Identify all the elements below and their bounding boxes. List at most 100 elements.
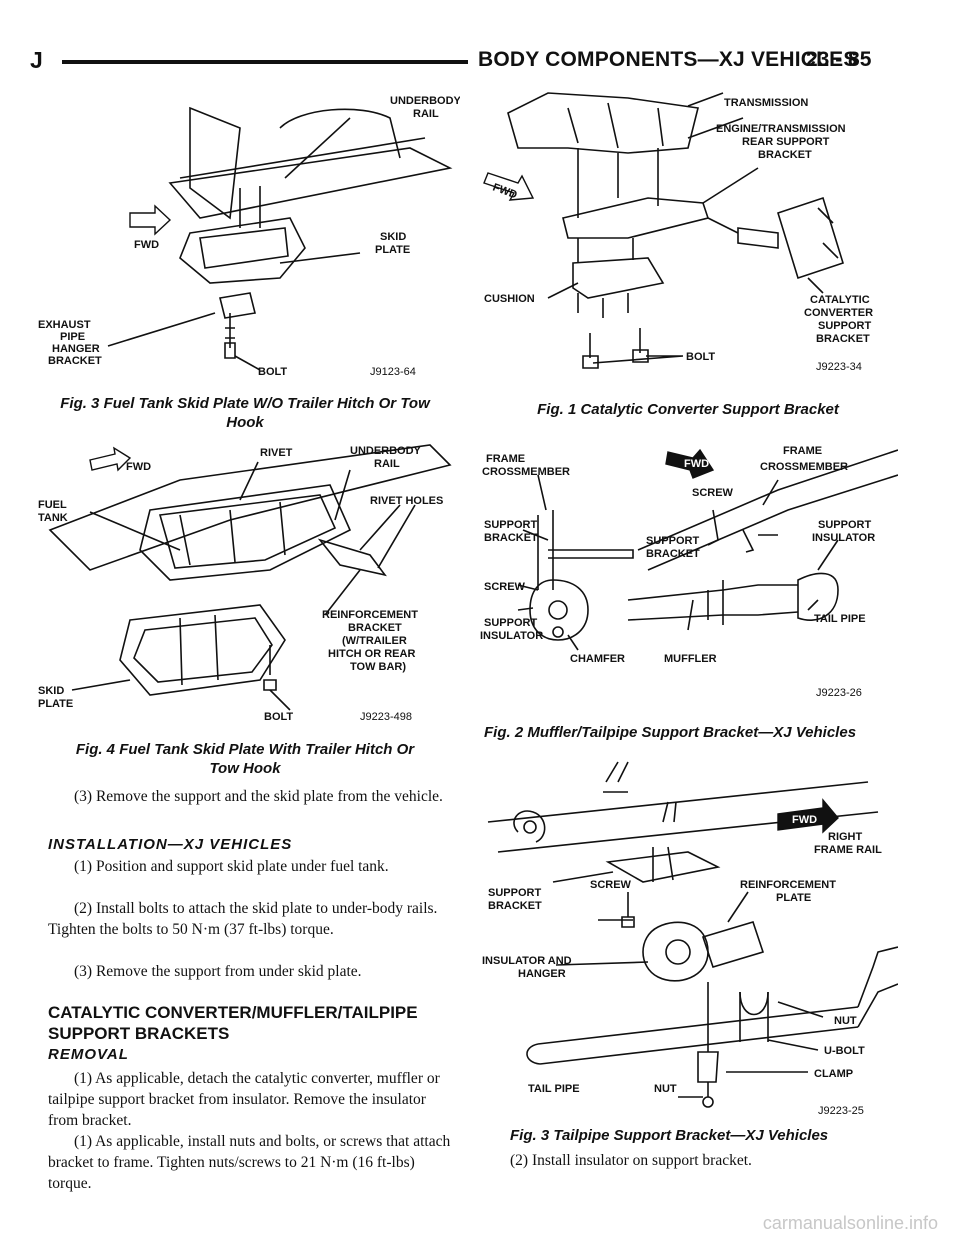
label-support-bracket-1: SUPPORT xyxy=(488,887,541,899)
label-nut-1: NUT xyxy=(834,1015,857,1027)
figure-code: J9223-498 xyxy=(360,711,412,723)
caption-fig4-left: Fig. 4 Fuel Tank Skid Plate With Trailer… xyxy=(30,740,460,778)
figure-code: J9223-34 xyxy=(816,361,862,373)
label-tail-pipe: TAIL PIPE xyxy=(528,1083,580,1095)
label-bolt: BOLT xyxy=(686,351,715,363)
figure-code: J9123-64 xyxy=(370,366,416,378)
label-exhaust-2: PIPE xyxy=(60,331,85,343)
label-screw-l: SCREW xyxy=(484,581,526,593)
label-ets-3: BRACKET xyxy=(758,149,812,161)
label-screw: SCREW xyxy=(590,879,632,891)
label-support-bracket-r2: BRACKET xyxy=(646,548,700,560)
label-cushion: CUSHION xyxy=(484,293,535,305)
para-removal-1: (1) As applicable, detach the catalytic … xyxy=(48,1070,440,1129)
muffler-bracket-diagram: FRAME CROSSMEMBER FWD FRAME CROSSMEMBER … xyxy=(480,445,898,699)
caption-fig4-left-line1: Fig. 4 Fuel Tank Skid Plate With Trailer… xyxy=(75,741,415,758)
page-number: 23 - 85 xyxy=(806,48,872,71)
label-fuel-2: TANK xyxy=(38,512,68,524)
section-heading-line1: CATALYTIC CONVERTER/MUFFLER/TAILPIPE xyxy=(48,1003,418,1022)
caption-fig3-left: Fig. 3 Fuel Tank Skid Plate W/O Trailer … xyxy=(30,394,460,432)
label-ets-1: ENGINE/TRANSMISSION xyxy=(716,123,846,135)
label-reinf-3: (W/TRAILER xyxy=(342,635,407,647)
label-skid-plate-2: PLATE xyxy=(375,244,410,256)
label-fwd: FWD xyxy=(126,461,151,473)
label-support-ins-l2: INSULATOR xyxy=(480,630,543,642)
label-frame-cm-1: FRAME xyxy=(486,453,525,465)
para-install-insulator: (2) Install insulator on support bracket… xyxy=(510,1152,752,1169)
label-insulator-1: INSULATOR AND xyxy=(482,955,572,967)
label-support-insulator-r2: INSULATOR xyxy=(812,532,875,544)
label-exhaust-3: HANGER xyxy=(52,343,100,355)
label-support-insulator-r1: SUPPORT xyxy=(818,519,871,531)
watermark: carmanualsonline.info xyxy=(762,1213,938,1233)
label-ets-2: REAR SUPPORT xyxy=(742,136,830,148)
label-transmission: TRANSMISSION xyxy=(724,97,808,109)
label-right-rail-2: FRAME RAIL xyxy=(814,844,882,856)
label-frame-cm-r2: CROSSMEMBER xyxy=(760,461,848,473)
label-support-ins-l1: SUPPORT xyxy=(484,617,537,629)
figure-catalytic-converter-bracket: TRANSMISSION ENGINE/TRANSMISSION REAR SU… xyxy=(478,88,898,378)
figure-tailpipe-support-bracket: FWD RIGHT FRAME RAIL SUPPORT BRACKET SCR… xyxy=(478,752,898,1124)
para-removal-2: (1) As applicable, install nuts and bolt… xyxy=(48,1133,451,1192)
page-title: BODY COMPONENTS—XJ VEHICLES xyxy=(478,48,858,71)
label-underbody-1: UNDERBODY xyxy=(350,445,422,457)
label-clamp: CLAMP xyxy=(814,1068,853,1080)
section-heading-line2: SUPPORT BRACKETS xyxy=(48,1024,230,1043)
section-letter: J xyxy=(30,47,43,73)
label-cat-1: CATALYTIC xyxy=(810,294,870,306)
caption-fig3-right: Fig. 3 Tailpipe Support Bracket—XJ Vehic… xyxy=(510,1127,829,1144)
label-ubolt: U-BOLT xyxy=(824,1045,865,1057)
label-skid-plate: SKID xyxy=(380,231,406,243)
label-support-bracket-r1: SUPPORT xyxy=(646,535,699,547)
label-fwd: FWD xyxy=(134,239,159,251)
caption-fig2-right: Fig. 2 Muffler/Tailpipe Support Bracket—… xyxy=(484,724,857,741)
label-support-bracket-2: BRACKET xyxy=(488,900,542,912)
label-fwd: FWD xyxy=(684,458,709,470)
caption-fig3-left-line2: Hook xyxy=(226,414,264,431)
label-rivet: RIVET xyxy=(260,447,293,459)
figure-fuel-tank-skid-plate-no-hitch: UNDERBODY RAIL FWD SKID PLATE EXHAUST PI… xyxy=(30,88,460,388)
label-exhaust-4: BRACKET xyxy=(48,355,102,367)
label-frame-cm-2: CROSSMEMBER xyxy=(482,466,570,478)
label-right-rail-1: RIGHT xyxy=(828,831,863,843)
label-reinf-4: HITCH OR REAR xyxy=(328,648,415,660)
header-rule xyxy=(62,60,468,64)
label-fuel-1: FUEL xyxy=(38,499,67,511)
label-reinf-2: BRACKET xyxy=(348,622,402,634)
figure-code: J9223-25 xyxy=(818,1105,864,1117)
label-cat-3: SUPPORT xyxy=(818,320,871,332)
label-exhaust-1: EXHAUST xyxy=(38,319,91,331)
caption-fig1-right: Fig. 1 Catalytic Converter Support Brack… xyxy=(537,401,839,418)
para-install-3: (3) Remove the support from under skid p… xyxy=(74,963,362,980)
label-fwd: FWD xyxy=(792,814,817,826)
section-heading: CATALYTIC CONVERTER/MUFFLER/TAILPIPE SUP… xyxy=(48,1002,458,1044)
label-reinf-1: REINFORCEMENT xyxy=(740,879,836,891)
label-reinf-1: REINFORCEMENT xyxy=(322,609,418,621)
label-bolt: BOLT xyxy=(258,366,287,378)
heading-installation: INSTALLATION—XJ VEHICLES xyxy=(48,836,293,853)
caption-fig4-left-line2: Tow Hook xyxy=(209,760,281,777)
label-reinf-2: PLATE xyxy=(776,892,811,904)
tailpipe-bracket-diagram: FWD RIGHT FRAME RAIL SUPPORT BRACKET SCR… xyxy=(482,761,898,1117)
skid-plate-diagram: UNDERBODY RAIL FWD SKID PLATE EXHAUST PI… xyxy=(38,95,460,378)
label-rivet-holes: RIVET HOLES xyxy=(370,495,443,507)
figure-code: J9223-26 xyxy=(816,687,862,699)
label-tail-pipe: TAIL PIPE xyxy=(814,613,866,625)
label-underbody-rail: UNDERBODY xyxy=(390,95,460,107)
label-underbody-2: RAIL xyxy=(374,458,400,470)
heading-removal: REMOVAL xyxy=(48,1046,129,1063)
label-cat-2: CONVERTER xyxy=(804,307,873,319)
catalytic-bracket-diagram: TRANSMISSION ENGINE/TRANSMISSION REAR SU… xyxy=(483,92,873,373)
label-frame-cm-r1: FRAME xyxy=(783,445,822,457)
label-nut-2: NUT xyxy=(654,1083,677,1095)
label-chamfer: CHAMFER xyxy=(570,653,625,665)
label-reinf-5: TOW BAR) xyxy=(350,661,406,673)
label-support-bracket-2: BRACKET xyxy=(484,532,538,544)
skid-plate-hitch-diagram: FWD RIVET UNDERBODY RAIL FUEL TANK RIVET… xyxy=(38,444,452,723)
para-remove-support: (3) Remove the support and the skid plat… xyxy=(74,788,443,805)
para-install-1: (1) Position and support skid plate unde… xyxy=(74,858,389,875)
label-insulator-2: HANGER xyxy=(518,968,566,980)
label-cat-4: BRACKET xyxy=(816,333,870,345)
label-skid-1: SKID xyxy=(38,685,64,697)
label-muffler: MUFFLER xyxy=(664,653,717,665)
